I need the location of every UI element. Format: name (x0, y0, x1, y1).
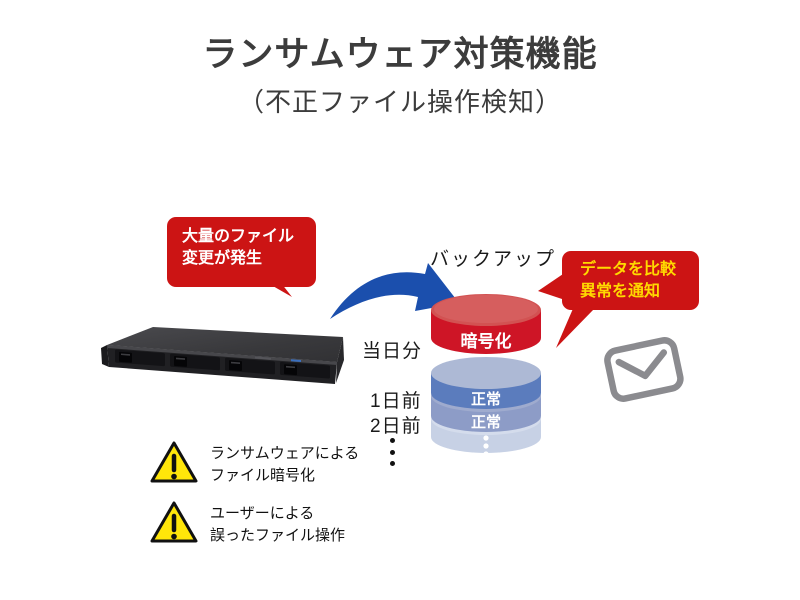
backup-cylinder-stack: 暗号化 正常 正常 (431, 294, 541, 457)
day-label-today: 当日分 (362, 341, 423, 362)
page-subtitle: （不正ファイル操作検知） (237, 87, 562, 117)
callout-compare-line2: 異常を通知 (580, 283, 661, 300)
callout-file-change-line2: 変更が発生 (182, 250, 263, 267)
callout-file-change: 大量のファイル 変更が発生 (167, 217, 316, 287)
cylinder-vertical-ellipsis (483, 435, 489, 457)
curved-backup-arrow-icon (330, 263, 459, 319)
warning-user-error: ユーザーによる 誤ったファイル操作 (150, 500, 345, 547)
day-label-1-day-ago: 1日前 (370, 391, 422, 412)
cylinder-status-encrypted: 暗号化 (461, 331, 512, 351)
day-label-2-days-ago: 2日前 (370, 416, 422, 437)
warning-ransomware-line1: ランサムウェアによる (210, 445, 360, 462)
warning-user-error-line2: 誤ったファイル操作 (210, 527, 346, 544)
nas-rack-server-image (101, 327, 344, 384)
nas-drive-bays (115, 349, 330, 379)
warning-user-error-line1: ユーザーによる (210, 505, 315, 522)
callout-compare: データを比較 異常を通知 (562, 251, 699, 310)
mail-icon (604, 337, 684, 402)
callout-compare-line1: データを比較 (580, 261, 677, 278)
cylinder-status-normal-1: 正常 (471, 390, 501, 408)
warning-triangle-icon (150, 441, 198, 483)
callout-file-change-line1: 大量のファイル (182, 228, 295, 245)
page-title: ランサムウェア対策機能 (202, 35, 598, 74)
callout-compare-tail (538, 272, 594, 348)
backup-label: バックアップ (430, 249, 557, 270)
cylinder-status-normal-2: 正常 (471, 413, 501, 431)
warning-ransomware-line2: ファイル暗号化 (210, 467, 316, 484)
vertical-ellipsis (389, 438, 395, 466)
warning-ransomware: ランサムウェアによる ファイル暗号化 (150, 440, 359, 487)
warning-triangle-icon (150, 501, 198, 543)
